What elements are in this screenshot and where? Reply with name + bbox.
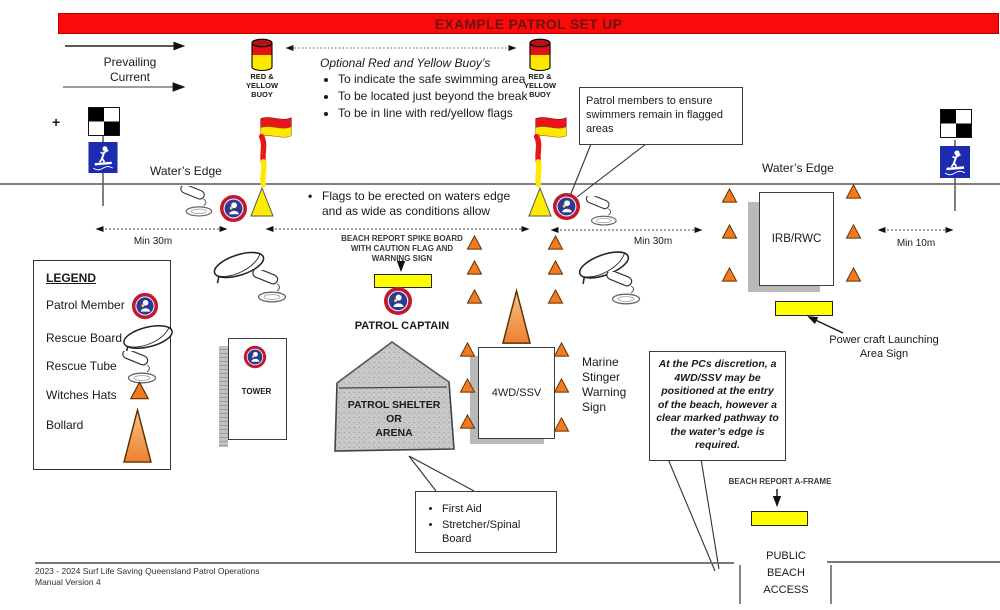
witches-hat-icon [459, 377, 476, 394]
list-item: To be located just beyond the break [338, 89, 573, 104]
patrol-shelter-icon [334, 341, 455, 452]
prevailing-current-label: Prevailing Current [103, 55, 157, 84]
red-yellow-buoy-icon [249, 36, 275, 72]
list-item: Stretcher/Spinal Board [442, 518, 542, 546]
first-aid-list: First Aid Stretcher/Spinal Board [426, 502, 550, 546]
legend-item-label: Patrol Member [46, 298, 125, 312]
checkered-flag-icon [940, 109, 972, 138]
min10-label: Min 10m [896, 238, 936, 249]
waters-edge-label-right: Water’s Edge [762, 161, 834, 175]
patrol-member-icon [552, 192, 581, 221]
legend-item-label: Bollard [46, 418, 84, 432]
patrol-captain-icon [383, 286, 413, 316]
powercraft-label: Power craft Launching Area Sign [829, 334, 939, 360]
witches-hat-icon [466, 288, 483, 305]
yellow-cone-icon [527, 186, 553, 218]
witches-hat-icon [721, 266, 738, 283]
footer-text: 2023 - 2024 Surf Life Saving Queensland … [35, 566, 260, 587]
min30-right-label: Min 30m [633, 236, 673, 247]
witches-hat-icon [845, 266, 862, 283]
witches-hat-icon [845, 223, 862, 240]
first-aid-box: First Aid Stretcher/Spinal Board [415, 491, 557, 553]
optional-buoys-list: To indicate the safe swimming area To be… [322, 72, 573, 123]
witches-hat-icon [553, 341, 570, 358]
tower-label: TOWER [241, 387, 272, 396]
witches-hat-icon [547, 234, 564, 251]
marine-stinger-label: Marine Stinger Warning Sign [582, 355, 627, 414]
witches-hat-icon [553, 416, 570, 433]
witches-hat-icon [466, 259, 483, 276]
list-item: To indicate the safe swimming area [338, 72, 573, 87]
legend-item-label: Rescue Tube [46, 359, 117, 373]
patrol-captain-label: PATROL CAPTAIN [354, 320, 450, 332]
witches-hat-icon [547, 288, 564, 305]
pcs-callout-1 [667, 458, 716, 572]
legend-title: LEGEND [46, 271, 97, 285]
spike-board-sign [374, 274, 432, 288]
witches-hat-icon [129, 380, 150, 401]
patrol-members-note: Patrol members to ensure swimmers remain… [579, 87, 743, 145]
title-bar: EXAMPLE PATROL SET UP [58, 13, 999, 34]
irb-box: IRB/RWC [759, 192, 834, 286]
list-item: First Aid [442, 502, 542, 516]
witches-hat-icon [459, 341, 476, 358]
bollard-icon [121, 408, 154, 464]
min30-left-label: Min 30m [133, 236, 173, 247]
spike-board-label: BEACH REPORT SPIKE BOARD WITH CAUTION FL… [341, 234, 463, 263]
powercraft-sign [775, 301, 833, 316]
witches-hat-icon [466, 234, 483, 251]
patrol-member-icon [219, 194, 248, 223]
waters-edge-label-left: Water’s Edge [150, 164, 222, 178]
legend-box: LEGEND Patrol Member Rescue Board Rescue… [33, 260, 171, 470]
powercraft-pointer [807, 316, 844, 334]
page-title: EXAMPLE PATROL SET UP [434, 15, 623, 32]
firstaid-callout-2 [408, 455, 475, 492]
bollard-icon [501, 288, 532, 346]
rescue-tube-icon [176, 186, 218, 218]
witches-hat-icon [547, 259, 564, 276]
witches-hat-icon [845, 183, 862, 200]
rescue-tube-icon [582, 196, 622, 227]
plus-marker: + [52, 114, 61, 130]
list-item: To be in line with red/yellow flags [338, 106, 573, 121]
aframe-sign [751, 511, 808, 526]
legend-item-label: Rescue Board [46, 331, 123, 345]
red-yellow-flag-icon [533, 112, 569, 190]
legend-item-label: Witches Hats [46, 388, 117, 402]
witches-hat-icon [553, 377, 570, 394]
yellow-cone-icon [249, 186, 275, 218]
witches-hat-icon [459, 413, 476, 430]
rescue-tube-icon [248, 270, 292, 304]
checkered-flag-icon [88, 107, 120, 136]
firstaid-callout-1 [408, 455, 437, 492]
flags-note: • Flags to be erected on waters edge and… [308, 189, 511, 218]
red-yellow-flag-icon [258, 112, 294, 190]
pcs-callout-2 [700, 458, 720, 570]
vehicle-box: 4WD/SSV [478, 347, 555, 439]
optional-buoys-heading: Optional Red and Yellow Buoy’s [320, 56, 491, 70]
tower-ramp [219, 346, 228, 447]
surfcraft-sign-icon [88, 142, 118, 173]
buoy-right-label: RED & YELLOW BUOY [523, 72, 557, 99]
pcs-discretion-note: At the PCs discretion, a 4WD/SSV may be … [649, 351, 786, 461]
red-yellow-buoy-icon [527, 36, 553, 72]
patrol-note-callout-1 [569, 143, 592, 197]
bullet-dot: • [308, 189, 313, 203]
rescue-tube-icon [602, 272, 646, 306]
patrol-shelter-label: PATROL SHELTER OR ARENA [347, 399, 441, 439]
buoy-left-label: RED & YELLOW BUOY [245, 72, 279, 99]
aframe-label: BEACH REPORT A-FRAME [728, 477, 832, 486]
witches-hat-icon [721, 223, 738, 240]
surfcraft-sign-icon [940, 146, 970, 178]
patrol-member-icon [243, 345, 267, 369]
public-beach-access-label: PUBLIC BEACH ACCESS [763, 550, 809, 596]
witches-hat-icon [721, 187, 738, 204]
patrol-note-callout-2 [576, 143, 647, 198]
